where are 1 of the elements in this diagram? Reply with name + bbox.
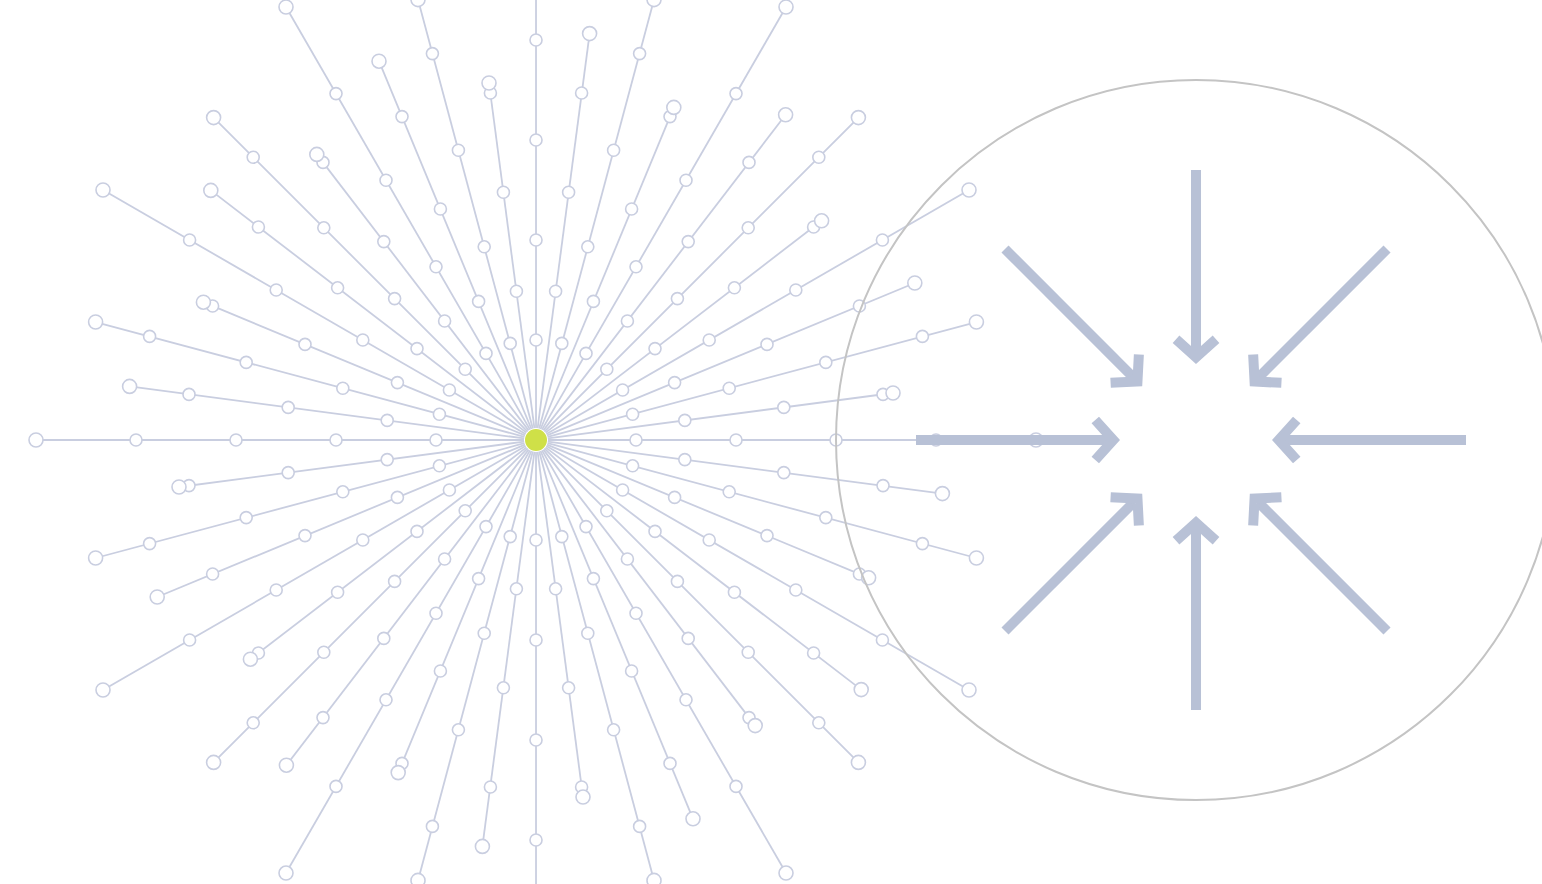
center-dot [525,429,547,451]
